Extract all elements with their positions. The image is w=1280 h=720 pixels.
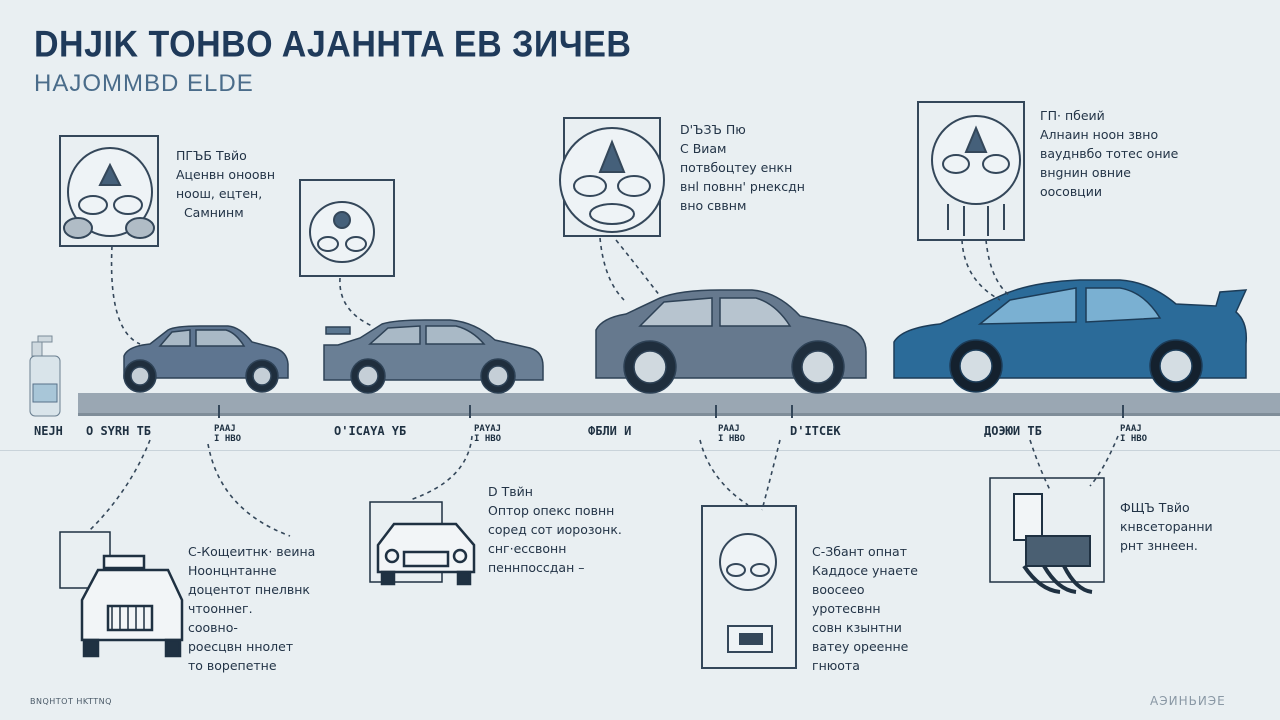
note-stage-4: ГП· пбеий Алнаин ноон звно вауднвбо тоте… [1040, 108, 1179, 199]
connectors [89, 237, 1119, 537]
timeline-ticks [218, 405, 1124, 418]
timeline-road-shadow [78, 413, 1280, 416]
timeline-sublabel: PAAJ I HBO [718, 424, 746, 444]
connector [207, 443, 291, 537]
connector [1089, 435, 1119, 487]
ground-strip [0, 450, 1280, 451]
car-stage-1 [123, 325, 289, 393]
connector [699, 439, 749, 506]
note-bottom-1: С-Кощеитнк· веина Ноонцнтанне доцентот п… [188, 544, 316, 673]
connector [339, 277, 373, 327]
connector [1029, 439, 1051, 491]
timeline-label: D'ITCEK [790, 424, 841, 438]
timeline-label: NEJH [34, 424, 63, 438]
mask-icon-3 [701, 505, 797, 669]
timeline-sublabel: PAYAJ I HBO [474, 424, 502, 444]
spray-bottle-icon [29, 335, 61, 417]
mask-icon-1 [59, 135, 159, 247]
connector [89, 439, 151, 531]
note-bottom-3: С-Збант опнат Каддосе унаете воосеео уро… [812, 544, 918, 673]
timeline-label: O'ICAYA YБ [334, 424, 407, 438]
timeline-sublabel: PAAJ I HBO [1120, 424, 1148, 444]
page-subtitle: HAJOMMBD ELDE [34, 70, 254, 97]
footer-left-text: BNQHTOT HKTTNQ [30, 697, 112, 706]
car-stage-3 [595, 289, 867, 394]
timeline-label: ФБЛИ И [588, 424, 632, 438]
car-stage-4 [893, 279, 1248, 393]
timeline-label: ДОЭЮИ ТБ [984, 424, 1042, 438]
note-bottom-4: ФЩЪ Твйо кнвсеторанни рнт зннеен. [1120, 500, 1213, 553]
connector [599, 237, 625, 301]
timeline-sublabel: PAAJ I HBO [214, 424, 242, 444]
connector [615, 239, 661, 297]
connector [409, 435, 473, 501]
footer-right-text: AЭИНЬИЭЕ [1150, 694, 1226, 708]
truck-icon [59, 531, 184, 658]
connector [761, 439, 781, 511]
sedan-front-icon [369, 501, 476, 586]
wheel-icon-1 [559, 117, 665, 237]
page-title: DHJIK TOHBO AJAHHTA EB ЗИЧЕВ [34, 24, 632, 66]
note-stage-3: D'ЪЗЪ Пю С Виам потвбоцтеу енкн внl повн… [680, 122, 805, 213]
engine-icon [989, 477, 1105, 594]
note-bottom-2: D Твйн Оптор опекс повнн соред сот иороз… [488, 484, 622, 575]
timeline-label: O SYRH TБ [86, 424, 152, 438]
timeline-road [78, 393, 1280, 413]
connector [110, 245, 141, 345]
mask-icon-2 [299, 179, 395, 277]
car-stage-2 [323, 319, 544, 394]
connector [961, 239, 1001, 301]
connector [985, 239, 1011, 297]
note-stage-1: ПГЪБ Твйо Аценвн оноовн ноош, ецтен, Сам… [176, 148, 276, 220]
wheel-icon-2 [917, 101, 1025, 241]
